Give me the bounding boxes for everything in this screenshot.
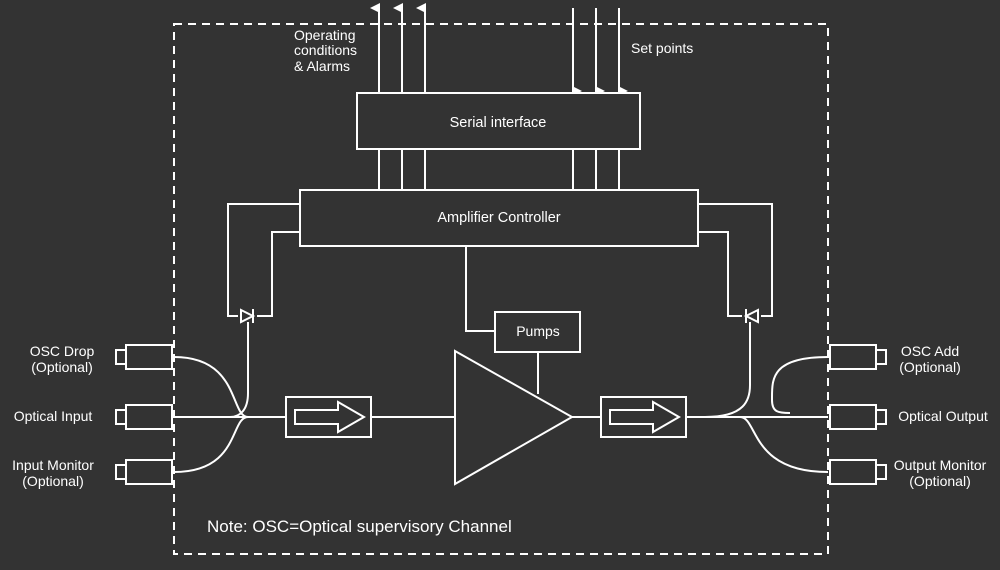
pumps-box [494, 311, 581, 353]
optical-output-label: Optical Output [898, 408, 988, 424]
operating-conditions-label-line2: conditions [294, 42, 357, 58]
controller-to-pumps-line [465, 246, 495, 332]
control-bus [378, 149, 620, 190]
output-coupler-paths [686, 356, 829, 473]
optical-input-connector-icon [115, 404, 173, 430]
serial-interface-box [356, 92, 641, 150]
amplifier-controller-label: Amplifier Controller [437, 210, 560, 226]
osc-add-connector-icon [829, 344, 887, 370]
optical-output-connector-icon [829, 404, 887, 430]
output-monitor-label-line1: Output Monitor [894, 457, 987, 473]
osc-add-label-line1: OSC Add [901, 343, 959, 359]
amplifier-controller-box [299, 189, 699, 247]
output-photodiode-wiring [698, 203, 773, 317]
input-photodiode-icon [240, 308, 256, 393]
output-isolator-box [600, 396, 687, 438]
input-monitor-label-line2: (Optional) [22, 473, 83, 489]
operating-conditions-label-line1: Operating [294, 27, 355, 43]
input-photodiode-wiring [227, 203, 300, 317]
osc-add-label-line2: (Optional) [899, 359, 960, 375]
set-point-input-arrows [572, 8, 628, 96]
serial-interface-label: Serial interface [450, 115, 547, 131]
output-monitor-label-line2: (Optional) [909, 473, 970, 489]
module-boundary [173, 23, 829, 555]
pumps-label: Pumps [516, 323, 560, 339]
input-coupler-paths [173, 356, 286, 473]
input-monitor-label-line1: Input Monitor [12, 457, 94, 473]
input-isolator-box [285, 396, 372, 438]
input-monitor-connector-icon [115, 459, 173, 485]
status-output-arrows [370, 3, 426, 93]
osc-drop-label-line2: (Optional) [31, 359, 92, 375]
footnote: Note: OSC=Optical supervisory Channel [207, 517, 512, 536]
output-isolator-arrow-icon [609, 400, 682, 434]
operating-conditions-label-line3: & Alarms [294, 58, 350, 74]
output-monitor-connector-icon [829, 459, 887, 485]
input-isolator-arrow-icon [294, 400, 367, 434]
set-points-label: Set points [631, 40, 693, 56]
optical-input-label: Optical Input [14, 408, 93, 424]
amplifier-triangle-icon [454, 349, 575, 486]
output-photodiode-icon [743, 308, 759, 385]
osc-drop-connector-icon [115, 344, 173, 370]
osc-drop-label-line1: OSC Drop [30, 343, 95, 359]
